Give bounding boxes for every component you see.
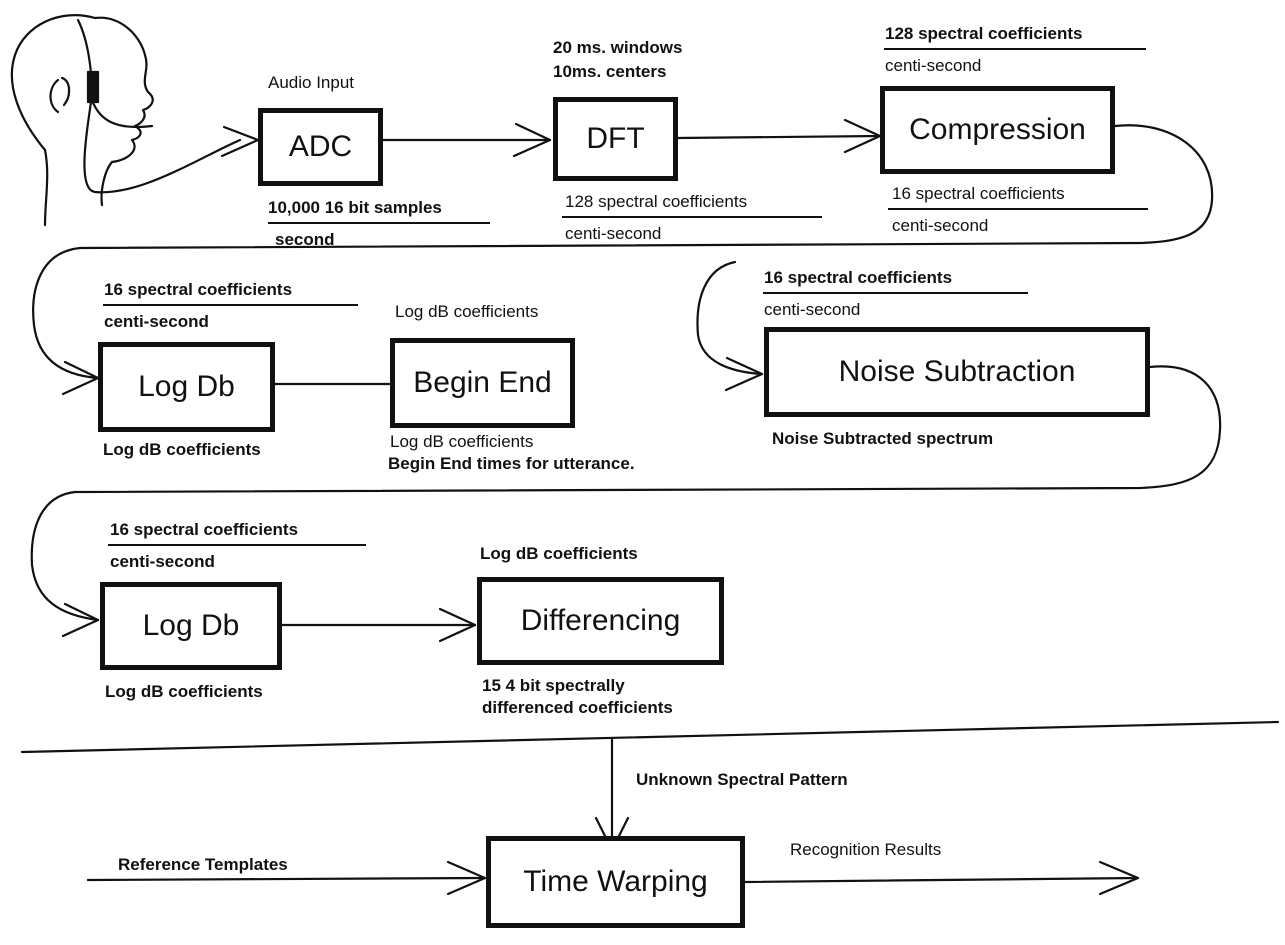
- noise-input-rate-fraction-bar: [763, 292, 1028, 294]
- dft-window-size-label: 20 ms. windows: [553, 38, 683, 57]
- dft-window-centers-label: 10ms. centers: [553, 62, 667, 81]
- recognition-results-label: Recognition Results: [790, 840, 942, 859]
- log-db-1-input-rate-denominator: centi-second: [104, 312, 209, 331]
- compression-output-rate-denominator: centi-second: [892, 216, 989, 235]
- log-db-1-input-rate-numerator: 16 spectral coefficients: [104, 280, 293, 299]
- time-warping-block-label: Time Warping: [523, 865, 708, 898]
- log-db-block-1: Log Db: [98, 342, 275, 432]
- log-db-block-1-label: Log Db: [138, 370, 235, 403]
- reference-templates-label: Reference Templates: [118, 855, 288, 874]
- differencing-output-label-line-2: differenced coefficients: [482, 698, 673, 717]
- dft-output-rate-numerator: 128 spectral coefficients: [565, 192, 748, 211]
- adc-block: ADC: [258, 108, 383, 186]
- speaker-with-headset-icon: [10, 14, 242, 227]
- log-db-2-input-rate-fraction-bar: [108, 544, 366, 546]
- adc-output-rate-fraction-bar: [268, 222, 490, 224]
- time-warping-block: Time Warping: [486, 836, 745, 928]
- differencing-block-label: Differencing: [520, 604, 681, 637]
- adc-output-rate-denominator: second: [275, 230, 335, 249]
- log-db-block-2-label: Log Db: [142, 609, 240, 642]
- begin-end-input-label: Log dB coefficients: [395, 302, 539, 321]
- log-db-2-input-rate-numerator: 16 spectral coefficients: [110, 520, 299, 539]
- log-db-2-input-rate-denominator: centi-second: [110, 552, 215, 571]
- differencing-input-label: Log dB coefficients: [480, 544, 638, 563]
- log-db-block-2: Log Db: [100, 582, 282, 670]
- differencing-output-label-line-1: 15 4 bit spectrally: [482, 676, 625, 695]
- adc-output-rate-numerator: 10,000 16 bit samples: [268, 198, 442, 217]
- compression-input-rate-denominator: centi-second: [885, 56, 982, 75]
- noise-input-rate-denominator: centi-second: [764, 300, 861, 319]
- dft-output-rate-fraction-bar: [562, 216, 822, 218]
- dft-block: DFT: [553, 97, 678, 181]
- log-db-1-output-label: Log dB coefficients: [103, 440, 261, 459]
- log-db-1-input-rate-fraction-bar: [103, 304, 358, 306]
- unknown-spectral-pattern-label: Unknown Spectral Pattern: [636, 770, 848, 789]
- dft-block-label: DFT: [586, 122, 645, 155]
- differencing-block: Differencing: [477, 577, 724, 665]
- noise-input-rate-numerator: 16 spectral coefficients: [764, 268, 953, 287]
- noise-subtraction-block: Noise Subtraction: [764, 327, 1150, 417]
- compression-output-rate-numerator: 16 spectral coefficients: [892, 184, 1065, 203]
- begin-end-output-times-label: Begin End times for utterance.: [388, 454, 635, 473]
- audio-input-label: Audio Input: [268, 73, 355, 92]
- dft-output-rate-denominator: centi-second: [565, 224, 662, 243]
- begin-end-block-label: Begin End: [413, 366, 552, 399]
- begin-end-block: Begin End: [390, 338, 575, 428]
- begin-end-output-coefficients-label: Log dB coefficients: [390, 432, 534, 451]
- compression-block-label: Compression: [909, 113, 1086, 146]
- compression-input-rate-numerator: 128 spectral coefficients: [885, 24, 1083, 43]
- compression-block: Compression: [880, 86, 1115, 174]
- noise-subtraction-block-label: Noise Subtraction: [838, 355, 1076, 388]
- adc-block-label: ADC: [288, 130, 353, 163]
- compression-output-rate-fraction-bar: [888, 208, 1148, 210]
- compression-input-rate-fraction-bar: [884, 48, 1146, 50]
- log-db-2-output-label: Log dB coefficients: [105, 682, 263, 701]
- noise-subtraction-output-label: Noise Subtracted spectrum: [772, 429, 994, 448]
